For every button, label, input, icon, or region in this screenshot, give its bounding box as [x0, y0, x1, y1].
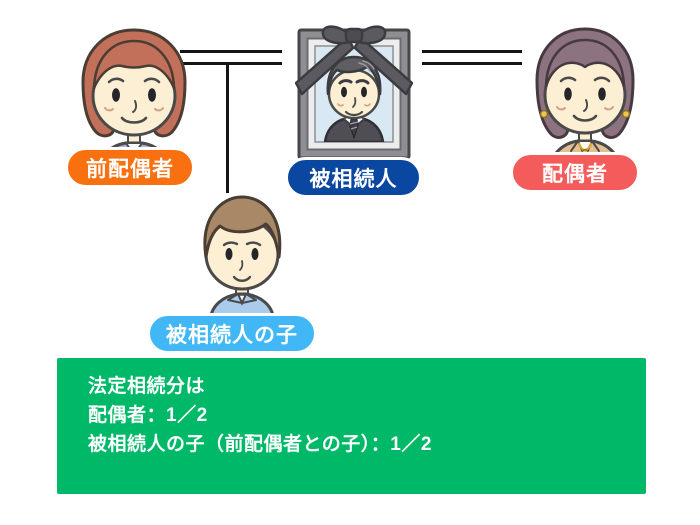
spouse-features — [556, 76, 614, 122]
ribbon-bow-left-loop — [321, 25, 352, 45]
marriage-line-left-bottom — [180, 62, 282, 65]
ribbon-bow-right-loop — [356, 25, 387, 45]
marriage-line-right-bottom — [422, 62, 522, 65]
child-hair — [203, 195, 282, 259]
statutory-share-info-box: 法定相続分は 配偶者：1／2 被相続人の子（前配偶者との子）：1／2 — [57, 358, 646, 494]
former-spouse-illustration — [81, 28, 187, 174]
spouse-badge-label: 配偶者 — [542, 162, 608, 186]
mourning-ribbon — [295, 25, 413, 96]
decedent-memorial-portrait — [295, 25, 413, 160]
child-badge: 被相続人の子 — [147, 313, 317, 354]
decedent-badge-label: 被相続人 — [309, 167, 398, 191]
info-line-child-share: 被相続人の子（前配偶者との子）：1／2 — [88, 434, 432, 455]
marriage-line-right-top — [422, 50, 522, 53]
former-spouse-bangs — [92, 39, 176, 90]
info-line-heading: 法定相続分は — [88, 376, 206, 397]
spouse-earring-left — [539, 109, 549, 119]
child-illustration — [203, 195, 282, 323]
child-badge-label: 被相続人の子 — [166, 323, 298, 347]
descent-line — [226, 63, 229, 193]
child-features — [222, 241, 262, 282]
ribbon-bow-knot — [344, 27, 364, 44]
marriage-line-left-top — [180, 50, 282, 53]
spouse-badge: 配偶者 — [510, 152, 640, 193]
spouse-bangs — [544, 38, 626, 88]
info-line-spouse-share: 配偶者：1／2 — [88, 405, 208, 426]
spouse-illustration — [535, 27, 635, 172]
decedent-photo-man — [323, 55, 385, 142]
spouse-earring-right — [621, 109, 631, 119]
decedent-badge: 被相続人 — [285, 157, 422, 198]
former-spouse-features — [104, 77, 164, 124]
former-spouse-badge-label: 前配偶者 — [86, 157, 174, 181]
former-spouse-badge: 前配偶者 — [65, 147, 195, 188]
